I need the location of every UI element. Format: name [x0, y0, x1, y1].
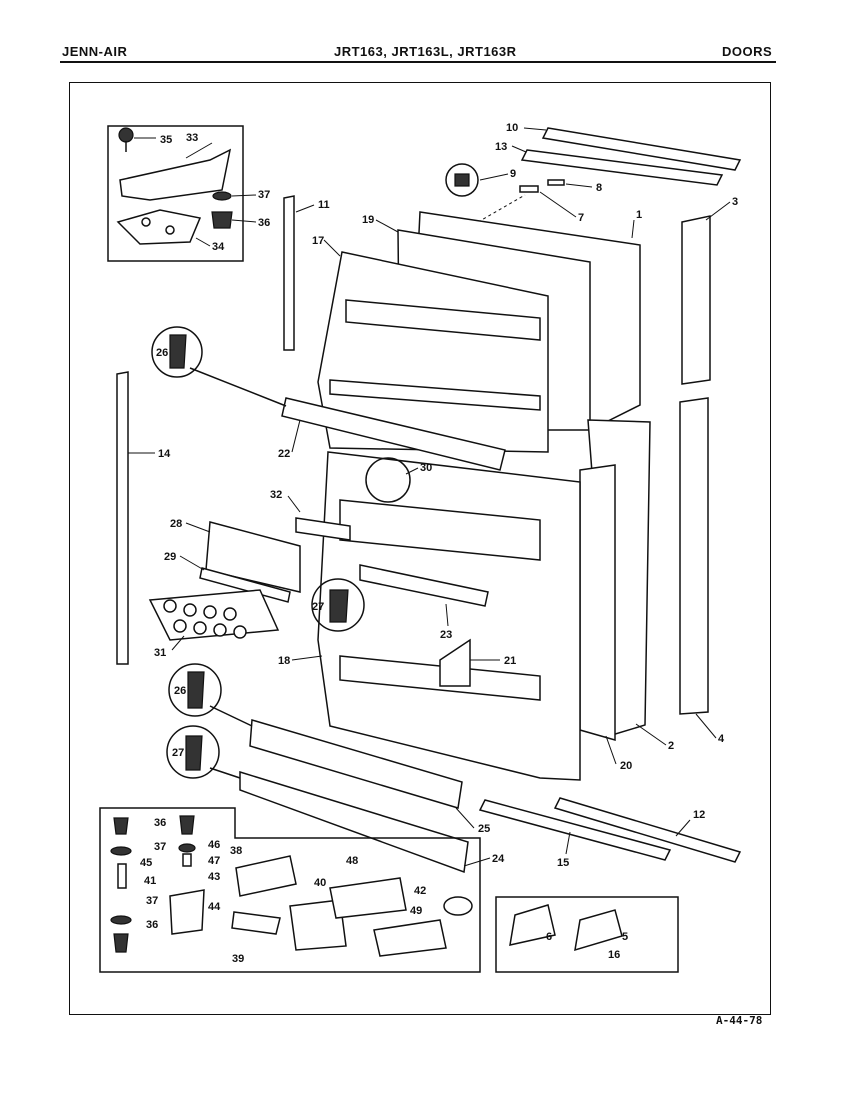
callout-5: 5 [622, 931, 628, 943]
detail-circle-27-upper [311, 578, 365, 632]
callout-2: 2 [668, 740, 674, 752]
callout-28: 28 [170, 518, 182, 530]
diagram-frame [69, 82, 771, 1015]
washer-icon [212, 191, 232, 201]
model-numbers: JRT163, JRT163L, JRT163R [334, 44, 517, 59]
inset-lower-hinge [99, 807, 481, 973]
inset-upper-hinge [107, 125, 244, 262]
leader-lines [128, 127, 731, 867]
callout-15: 15 [557, 857, 569, 869]
side-strip-4 [679, 397, 709, 715]
callout-26-lower: 26 [174, 685, 186, 697]
callout-30: 30 [420, 462, 432, 474]
callout-14: 14 [158, 448, 171, 460]
callout-36-inset-top: 36 [258, 217, 270, 229]
shelf-bar-25 [249, 719, 463, 809]
callout-20: 20 [620, 760, 632, 772]
callout-22: 22 [278, 448, 290, 460]
callout-16: 16 [608, 949, 620, 961]
detail-circle-26-upper [151, 326, 203, 378]
callout-42: 42 [414, 885, 426, 897]
hinge-bracket-upper [119, 148, 232, 201]
callout-21: 21 [504, 655, 516, 667]
shelf-bar-22 [281, 397, 506, 471]
side-strip-3 [681, 215, 711, 385]
callout-3: 3 [732, 196, 738, 208]
part-7 [519, 185, 539, 193]
bottom-bar-12 [553, 797, 742, 863]
callout-35: 35 [160, 134, 172, 146]
screw-icon [118, 127, 134, 143]
callout-44: 44 [208, 901, 221, 913]
bushing-icon [211, 211, 233, 229]
callout-34: 34 [212, 241, 225, 253]
shelf-bar-24 [239, 770, 469, 874]
callout-36-inset-left-top: 36 [154, 817, 166, 829]
diagram-code: A-44-78 [716, 1014, 763, 1027]
part-21 [439, 638, 471, 687]
callout-7: 7 [578, 212, 584, 224]
callout-4: 4 [718, 733, 725, 745]
header-rule [60, 61, 776, 63]
compartment-28 [205, 521, 301, 593]
callout-40: 40 [314, 877, 326, 889]
callout-9: 9 [510, 168, 516, 180]
callout-39: 39 [232, 953, 244, 965]
bottom-bar-15 [478, 799, 672, 861]
callout-27-lower: 27 [172, 747, 184, 759]
callout-labels: 1 2 3 4 5 6 7 8 9 10 11 12 13 14 15 16 1… [140, 122, 738, 965]
shelf-23 [359, 564, 489, 607]
detail-circle-27-lower [166, 725, 220, 779]
callout-1: 1 [636, 209, 642, 221]
fresh-gasket-20 [579, 464, 616, 741]
callout-26-upper: 26 [156, 347, 168, 359]
callout-41: 41 [144, 875, 156, 887]
callout-47: 47 [208, 855, 220, 867]
callout-6: 6 [546, 931, 552, 943]
callout-10: 10 [506, 122, 518, 134]
callout-13: 13 [495, 141, 507, 153]
callout-18: 18 [278, 655, 290, 667]
callout-37-inset-left-lower: 37 [146, 895, 158, 907]
section-title: DOORS [722, 44, 773, 59]
callout-43: 43 [208, 871, 220, 883]
callout-29: 29 [164, 551, 176, 563]
callout-32: 32 [270, 489, 282, 501]
callout-33: 33 [186, 132, 198, 144]
brand-label: JENN-AIR [62, 44, 128, 59]
callout-45: 45 [140, 857, 152, 869]
callout-38: 38 [230, 845, 242, 857]
strip-14 [116, 371, 129, 665]
part-32 [295, 517, 351, 541]
callout-24: 24 [492, 853, 505, 865]
callout-11: 11 [318, 199, 330, 211]
detail-circle-26-lower [168, 663, 222, 717]
callout-31: 31 [154, 647, 166, 659]
callout-27-upper: 27 [312, 601, 324, 613]
part-8 [547, 179, 565, 186]
callout-23: 23 [440, 629, 452, 641]
strip-29 [199, 567, 291, 603]
callout-49: 49 [410, 905, 422, 917]
callout-37-inset-left: 37 [154, 841, 166, 853]
callout-37-inset-top: 37 [258, 189, 270, 201]
top-hinge-bar-10 [541, 127, 742, 171]
hinge-plate [116, 209, 202, 245]
callout-8: 8 [596, 182, 602, 194]
callout-17: 17 [312, 235, 324, 247]
part-9-callout-circle [445, 163, 479, 197]
strip-11 [283, 195, 295, 351]
top-hinge-bar-13 [520, 149, 724, 186]
detail-circle-30 [365, 457, 411, 503]
callout-36-inset-left-bottom: 36 [146, 919, 158, 931]
callout-19: 19 [362, 214, 374, 226]
callout-48: 48 [346, 855, 358, 867]
plug-42 [443, 896, 473, 916]
callout-25: 25 [478, 823, 490, 835]
inset-handle-clips [495, 896, 679, 973]
callout-46: 46 [208, 839, 220, 851]
callout-12: 12 [693, 809, 705, 821]
